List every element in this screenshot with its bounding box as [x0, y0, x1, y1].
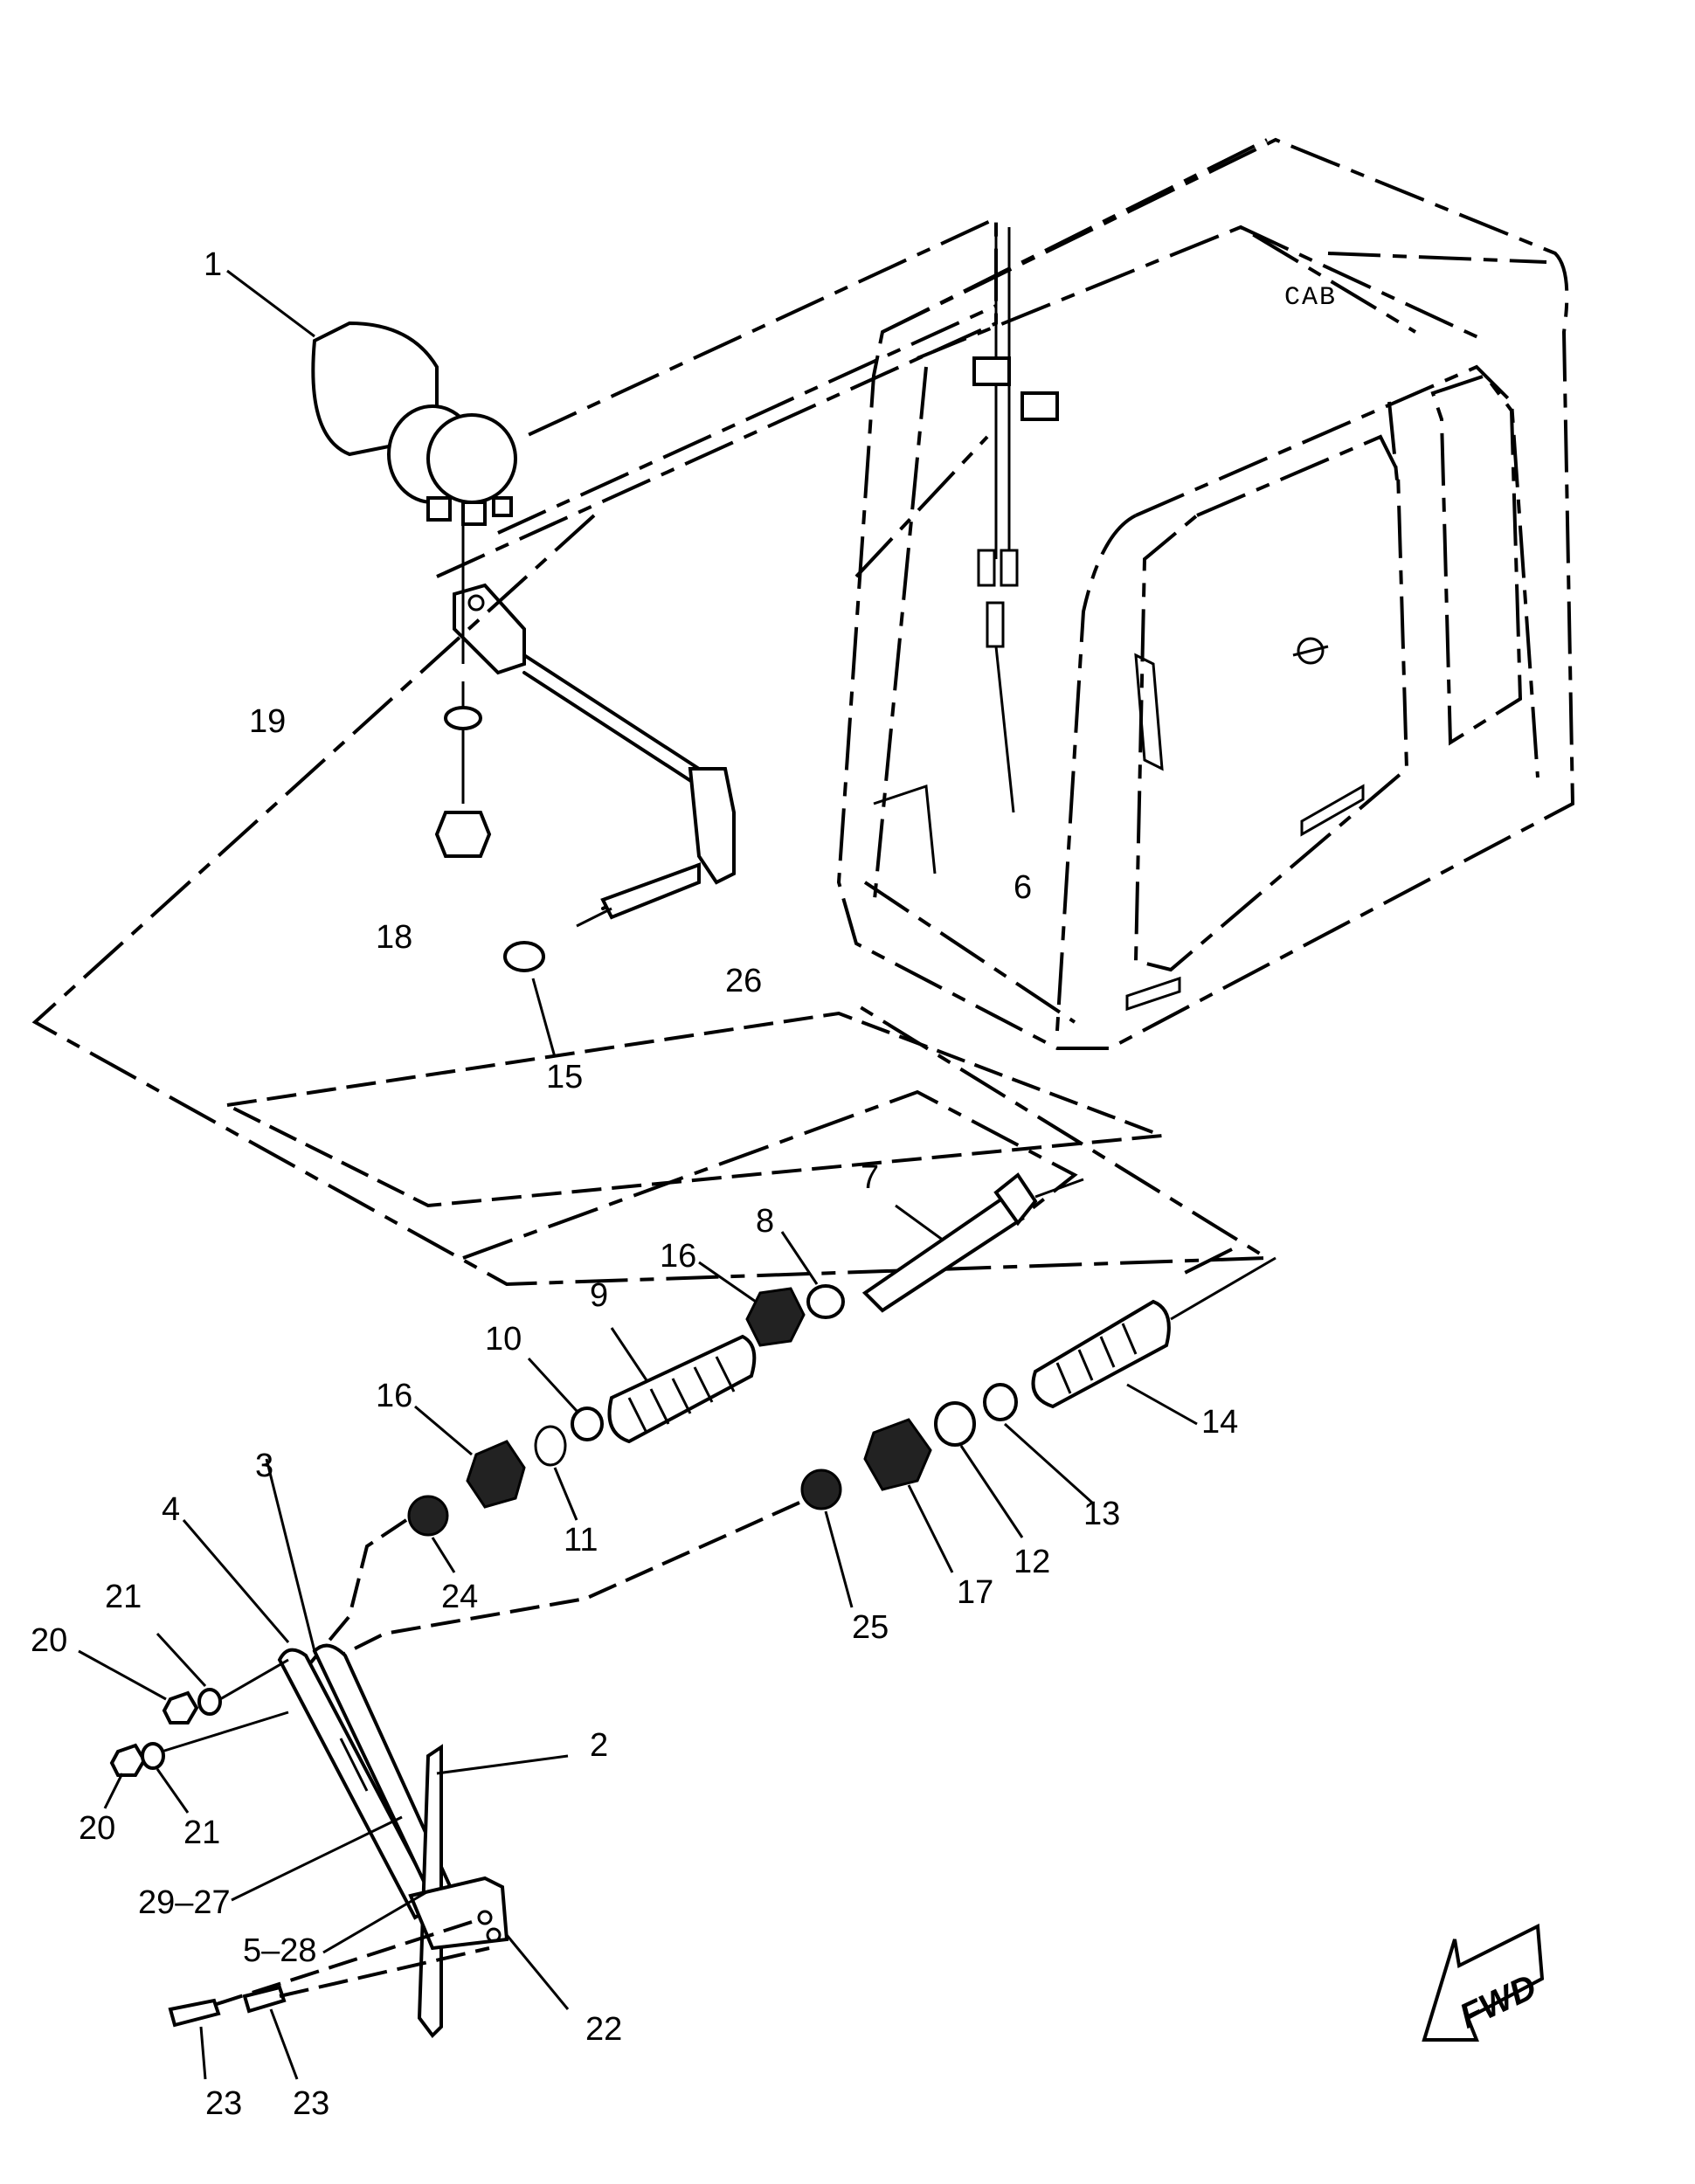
callout-21-lower: 21	[183, 1814, 220, 1851]
bolt-23-right	[242, 1985, 287, 2014]
callout-1: 1	[204, 246, 222, 283]
nut-20-lower	[109, 1743, 147, 1777]
callout-3: 3	[255, 1448, 273, 1484]
sleeve-14	[1031, 1299, 1171, 1409]
washer-8	[806, 1284, 845, 1319]
wiper-motor	[226, 269, 517, 526]
callout-13: 13	[1083, 1496, 1120, 1532]
washer-10	[571, 1406, 604, 1441]
cab-outline	[836, 137, 1575, 1050]
callout-20-lower: 20	[79, 1810, 115, 1847]
washer-13	[983, 1383, 1018, 1421]
bushing-24	[407, 1495, 449, 1537]
callout-18: 18	[376, 919, 412, 956]
callout-19: 19	[249, 703, 286, 740]
wiper-arm-assembly	[277, 1643, 509, 2039]
cab-label: CAB	[1284, 283, 1337, 313]
nut-20-upper	[162, 1690, 199, 1724]
nut-17	[863, 1418, 932, 1491]
forward-direction-arrow: FWD	[1422, 1923, 1545, 2042]
callout-25: 25	[852, 1609, 889, 1646]
bolt-23-left	[168, 1998, 221, 2028]
washer-15	[503, 941, 545, 972]
callout-5-28: 5–28	[243, 1932, 317, 1969]
callout-29-27: 29–27	[138, 1884, 231, 1921]
callout-9: 9	[590, 1277, 608, 1314]
callout-2: 2	[590, 1727, 608, 1764]
cab-mounting-screws	[972, 227, 1059, 813]
drive-linkage	[453, 583, 736, 928]
pivot-shaft-7	[861, 1172, 1084, 1313]
callout-21-upper: 21	[105, 1579, 142, 1615]
callout-26: 26	[725, 963, 762, 999]
callout-4: 4	[162, 1491, 180, 1528]
callout-11: 11	[564, 1522, 598, 1559]
callout-8: 8	[756, 1203, 774, 1240]
callout-22: 22	[585, 2011, 622, 2048]
bushing-25	[800, 1469, 842, 1510]
callout-10: 10	[485, 1321, 522, 1358]
callout-23-right: 23	[293, 2085, 329, 2122]
callout-20-upper: 20	[31, 1622, 67, 1659]
washer-21-lower	[141, 1742, 165, 1770]
callout-15: 15	[546, 1059, 583, 1095]
nut-16-upper	[745, 1287, 806, 1347]
callout-labels: 1 2 3 4 6 7 8 9 10 11 12 13 14 15 16 16 …	[31, 246, 1238, 2122]
washer-12	[934, 1401, 976, 1447]
callout-12: 12	[1014, 1544, 1050, 1580]
nut-18	[434, 811, 492, 858]
callout-14: 14	[1201, 1404, 1238, 1441]
callout-16-lower: 16	[376, 1378, 412, 1414]
washer-21-upper	[197, 1688, 222, 1716]
callout-17: 17	[957, 1574, 993, 1611]
clip-11	[534, 1425, 567, 1467]
washer-19	[444, 706, 482, 730]
callout-16-upper: 16	[660, 1238, 696, 1275]
callout-7: 7	[861, 1159, 879, 1196]
callout-24: 24	[441, 1579, 478, 1615]
nut-16-lower	[466, 1440, 526, 1509]
callout-6: 6	[1014, 869, 1032, 906]
callout-23-left: 23	[205, 2085, 242, 2122]
